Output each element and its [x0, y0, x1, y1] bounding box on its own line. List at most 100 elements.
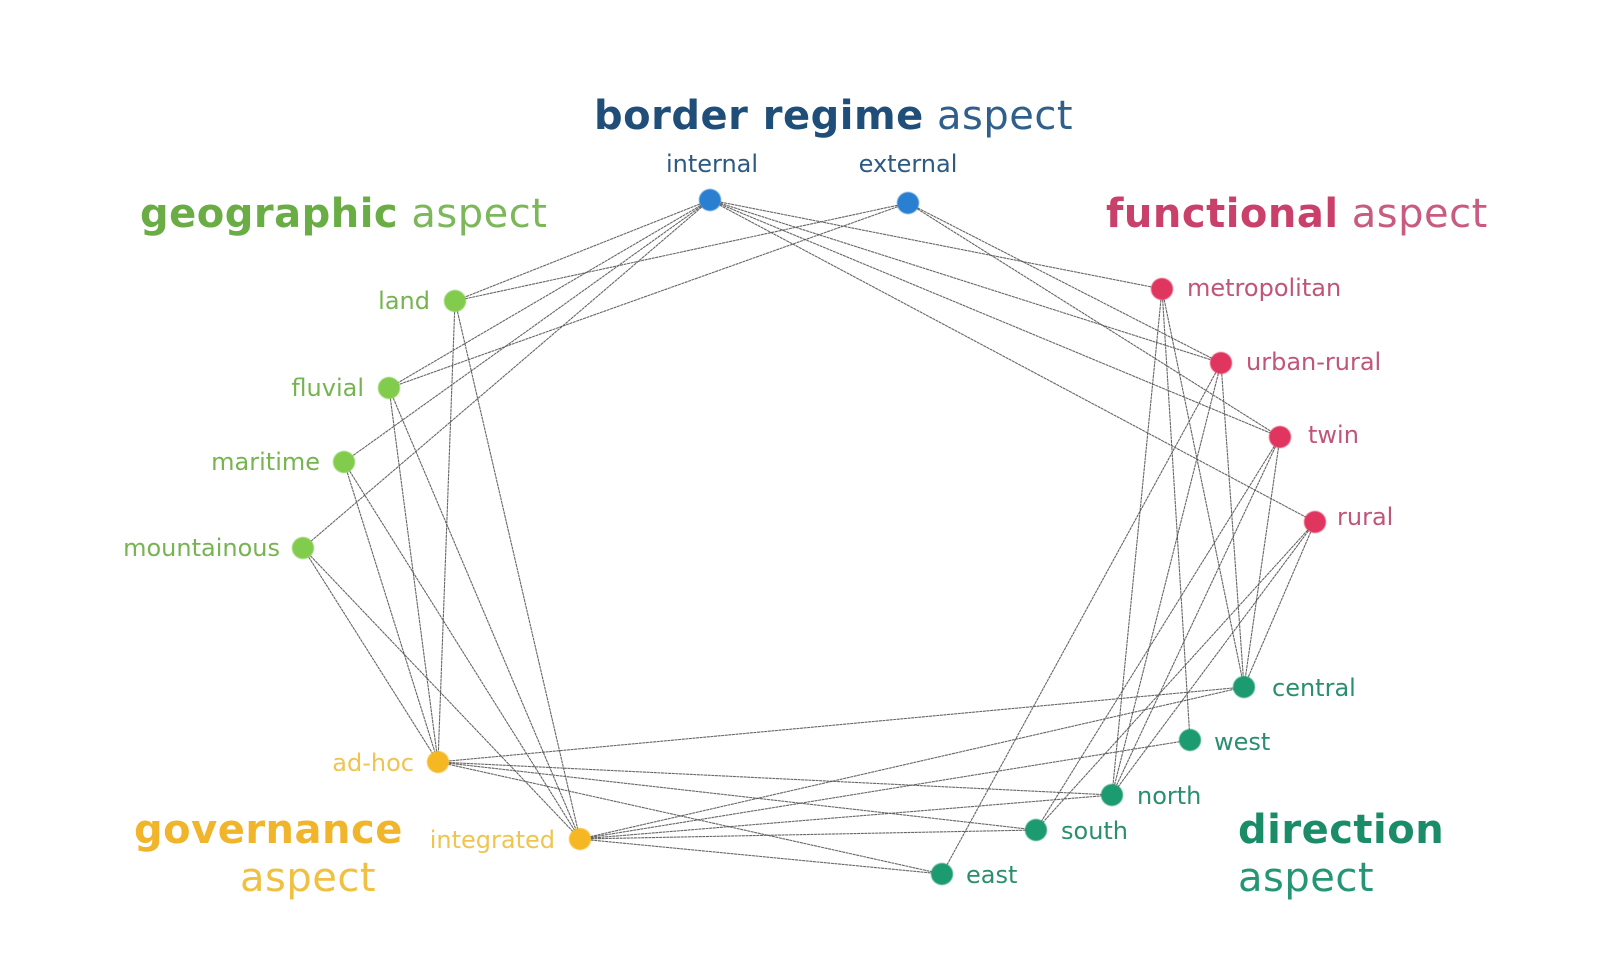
node-ad-hoc: ad-hoc — [332, 749, 449, 777]
node-dot-maritime — [333, 451, 355, 473]
node-label-integrated: integrated — [430, 826, 555, 854]
node-land: land — [378, 287, 466, 315]
edge-internal-urban-rural — [709, 199, 1222, 364]
node-label-west: west — [1214, 728, 1270, 756]
node-label-metropolitan: metropolitan — [1187, 274, 1341, 302]
edge-integrated-west — [579, 739, 1191, 840]
heading-governance: governance aspect — [134, 806, 403, 902]
edge-internal-land — [454, 199, 711, 302]
node-east: east — [931, 861, 1017, 889]
edge-internal-fluvial — [388, 199, 711, 389]
node-mountainous: mountainous — [123, 534, 314, 562]
edge-rural-south — [1035, 521, 1316, 831]
node-label-central: central — [1272, 674, 1356, 702]
edge-integrated-north — [579, 794, 1113, 840]
edge-land-ad-hoc — [437, 300, 456, 763]
node-dot-land — [444, 290, 466, 312]
node-west: west — [1179, 728, 1270, 756]
node-label-fluvial: fluvial — [291, 374, 364, 402]
heading-geographic: geographic aspect — [140, 190, 547, 238]
edge-mountainous-integrated — [302, 547, 581, 840]
node-dot-twin — [1269, 426, 1291, 448]
edge-twin-north — [1111, 436, 1281, 796]
heading-border-regime-light: aspect — [936, 93, 1074, 139]
edge-external-fluvial — [388, 202, 909, 389]
edge-ad-hoc-north — [437, 761, 1113, 796]
heading-functional-light: aspect — [1351, 191, 1488, 237]
node-south: south — [1025, 817, 1128, 845]
heading-functional: functional aspect — [1106, 190, 1488, 238]
heading-direction-light: aspect — [1238, 855, 1375, 901]
node-label-north: north — [1137, 782, 1201, 810]
edge-external-twin — [907, 202, 1281, 438]
node-dot-east — [931, 863, 953, 885]
node-dot-north — [1101, 784, 1123, 806]
edge-rural-central — [1243, 521, 1316, 688]
node-dot-metropolitan — [1151, 278, 1173, 300]
edge-internal-maritime — [343, 199, 711, 463]
heading-border-regime-bold: border regime — [594, 93, 924, 139]
heading-geographic-bold: geographic — [140, 191, 399, 237]
node-dot-south — [1025, 819, 1047, 841]
node-central: central — [1233, 674, 1356, 702]
node-label-rural: rural — [1337, 503, 1393, 531]
edge-fluvial-ad-hoc — [388, 387, 439, 763]
node-label-land: land — [378, 287, 430, 315]
edge-ad-hoc-south — [437, 761, 1037, 831]
heading-direction: direction aspect — [1238, 806, 1444, 902]
edge-internal-metropolitan — [709, 199, 1163, 290]
node-maritime: maritime — [211, 448, 355, 476]
node-dot-internal — [699, 189, 721, 211]
edge-internal-twin — [709, 199, 1281, 438]
node-label-internal: internal — [666, 150, 758, 178]
edge-integrated-south — [579, 829, 1037, 840]
node-rural: rural — [1304, 503, 1393, 533]
heading-governance-light: aspect — [239, 855, 376, 901]
node-label-ad-hoc: ad-hoc — [332, 749, 414, 777]
edge-maritime-ad-hoc — [343, 461, 439, 763]
node-label-urban-rural: urban-rural — [1246, 348, 1381, 376]
node-metropolitan: metropolitan — [1151, 274, 1341, 302]
node-dot-external — [897, 192, 919, 214]
heading-governance-bold: governance — [134, 807, 403, 853]
node-twin: twin — [1269, 421, 1359, 449]
heading-border-regime: border regime aspect — [594, 92, 1073, 140]
edge-urban-rural-central — [1220, 362, 1245, 688]
node-north: north — [1101, 782, 1201, 810]
node-label-external: external — [859, 150, 958, 178]
node-dot-urban-rural — [1210, 352, 1232, 374]
node-label-mountainous: mountainous — [123, 534, 280, 562]
node-label-maritime: maritime — [211, 448, 320, 476]
node-label-south: south — [1061, 817, 1128, 845]
edge-land-integrated — [454, 300, 581, 840]
node-dot-ad-hoc — [427, 751, 449, 773]
heading-geographic-light: aspect — [411, 191, 548, 237]
edge-twin-central — [1243, 436, 1281, 688]
node-dot-west — [1179, 729, 1201, 751]
edges-layer — [302, 199, 1316, 875]
edge-twin-south — [1035, 436, 1281, 831]
edge-external-urban-rural — [907, 202, 1222, 364]
edge-mountainous-ad-hoc — [302, 547, 439, 763]
node-dot-fluvial — [378, 377, 400, 399]
heading-functional-bold: functional — [1106, 191, 1339, 237]
edge-metropolitan-central — [1161, 288, 1245, 688]
node-dot-integrated — [569, 828, 591, 850]
edge-metropolitan-north — [1111, 288, 1163, 796]
edge-ad-hoc-east — [437, 761, 943, 875]
node-label-twin: twin — [1308, 421, 1359, 449]
node-dot-rural — [1304, 511, 1326, 533]
node-urban-rural: urban-rural — [1210, 348, 1381, 376]
edge-rural-north — [1111, 521, 1316, 796]
node-dot-central — [1233, 676, 1255, 698]
node-external: external — [859, 150, 958, 214]
edge-integrated-central — [579, 686, 1245, 840]
node-dot-mountainous — [292, 537, 314, 559]
edge-urban-rural-north — [1111, 362, 1222, 796]
edge-ad-hoc-central — [437, 686, 1245, 763]
nodes-layer: internal external land fluvial maritime mount… — [123, 150, 1393, 889]
node-fluvial: fluvial — [291, 374, 400, 402]
edge-fluvial-integrated — [388, 387, 581, 840]
heading-direction-bold: direction — [1238, 807, 1445, 853]
